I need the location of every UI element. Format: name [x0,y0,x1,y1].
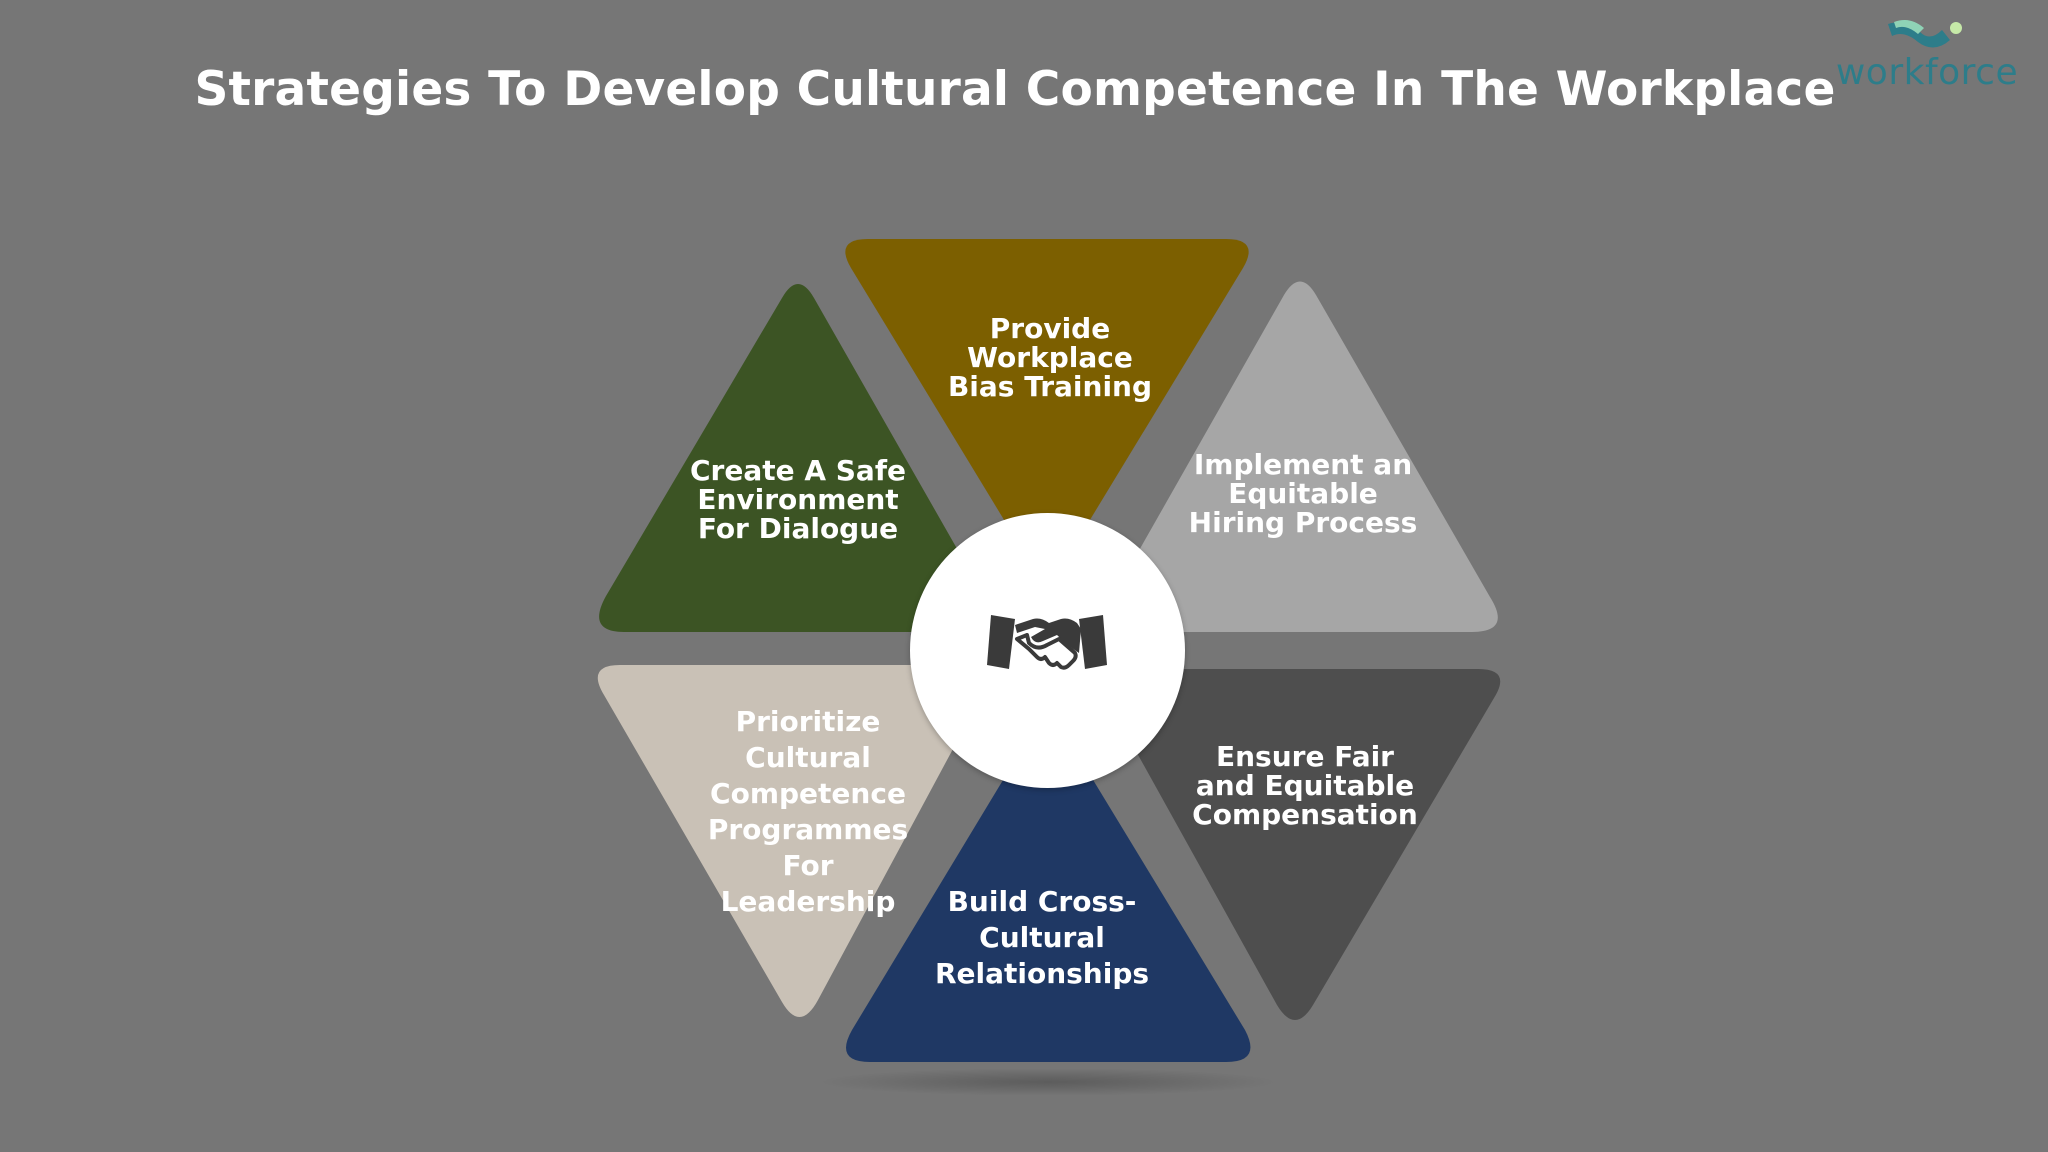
segment-bottom-label: Build Cross- Cultural Relationships [934,885,1150,990]
slide-title: Strategies To Develop Cultural Competenc… [194,62,1836,117]
segment-bottom-left-label: Prioritize Cultural Competence Programme… [707,705,909,918]
handshake-icon [987,615,1107,670]
workforce-wave-logo-icon [1888,20,1962,48]
segment-top-label: Provide Workplace Bias Training [947,312,1153,403]
workforce-logo: workforce [1822,18,2032,98]
logo-text: workforce [1835,52,2019,93]
segment-bottom-triangle [846,724,1251,1062]
segment-bottom-right-label: Ensure Fair and Equitable Compensation [1192,740,1418,831]
segment-top-left-triangle [599,284,991,632]
segment-top-right-label: Implement an Equitable Hiring Process [1188,448,1418,539]
segment-bottom-right-triangle [1105,669,1501,1020]
diagram-shadow [818,1068,1278,1096]
center-hub [910,513,1185,788]
segment-top-triangle [845,239,1249,573]
segment-top-left-label: Create A Safe Environment For Dialogue [689,454,906,545]
segment-top-right-triangle [1105,281,1498,632]
segment-bottom-left-triangle [597,665,989,1018]
